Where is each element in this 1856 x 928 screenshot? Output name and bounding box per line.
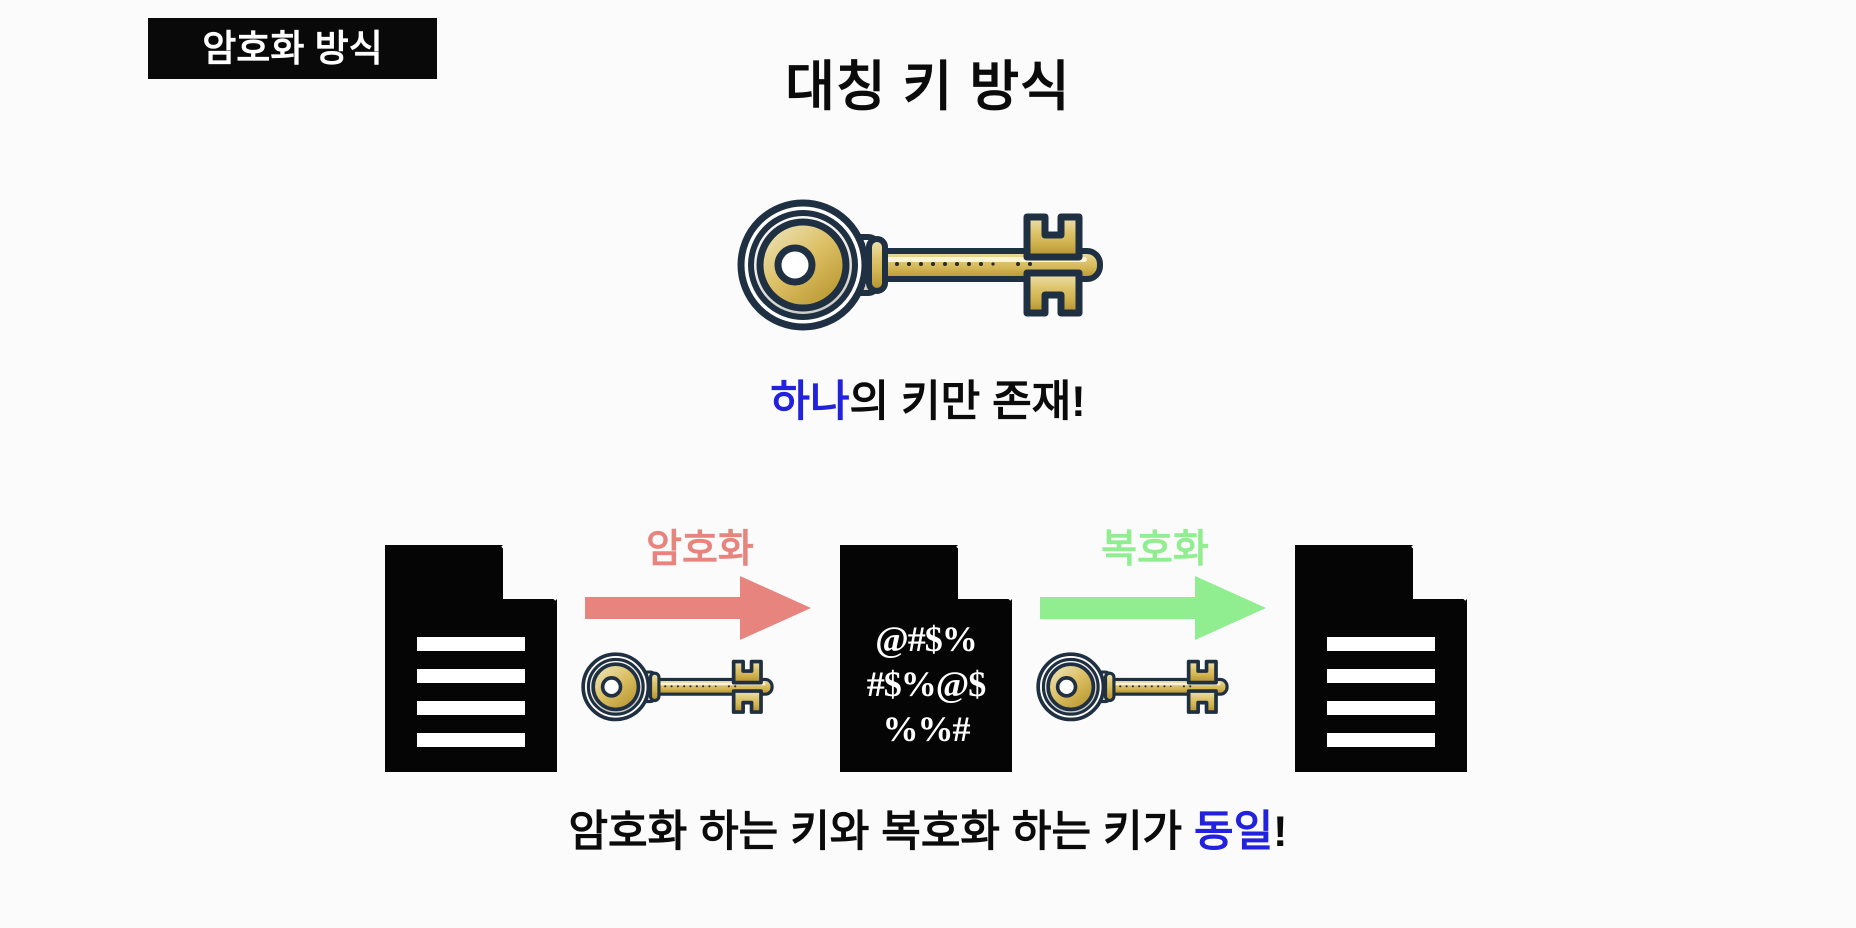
ciphertext-lines: @#$% #$%@$ %%# <box>840 617 1012 752</box>
caption-lead: 암호화 하는 키와 복호화 하는 키가 <box>568 808 1195 856</box>
caption: 암호화 하는 키와 복호화 하는 키가 동일! <box>0 808 1856 857</box>
key-icon <box>581 652 774 722</box>
encrypt-arrow-shape <box>585 572 815 644</box>
ciphertext-line-2: #$%@$ <box>866 664 987 704</box>
subtitle: 하나의 키만 존재! <box>0 378 1856 427</box>
encrypt-arrow-group: 암호화 <box>585 530 815 660</box>
document-icon <box>840 545 1012 772</box>
decrypt-key-illustration <box>1035 650 1235 724</box>
encrypt-arrow-label: 암호화 <box>646 528 754 571</box>
plaintext-document-left <box>385 545 557 772</box>
decrypt-arrow-shape <box>1040 572 1270 644</box>
section-badge: 암호화 방식 <box>148 18 437 79</box>
decrypt-arrow-label: 복호화 <box>1101 528 1209 571</box>
plaintext-document-right <box>1295 545 1467 772</box>
subtitle-rest: 의 키만 존재! <box>849 378 1086 426</box>
document-icon <box>1295 545 1467 772</box>
caption-tail: ! <box>1273 808 1288 856</box>
key-icon <box>1036 652 1229 722</box>
caption-highlight: 동일 <box>1194 808 1274 856</box>
ciphertext-line-1: @#$% <box>875 619 978 659</box>
hero-key-illustration <box>735 195 1115 335</box>
section-badge-label: 암호화 방식 <box>202 28 383 69</box>
arrow-right-icon <box>585 576 811 640</box>
key-icon <box>737 199 1103 331</box>
encrypt-key-illustration <box>580 650 780 724</box>
decrypt-arrow-group: 복호화 <box>1040 530 1270 660</box>
encryption-flow: 암호화 <box>0 530 1856 780</box>
arrow-right-icon <box>1040 576 1266 640</box>
subtitle-highlight: 하나 <box>770 378 850 426</box>
document-icon <box>385 545 557 772</box>
page-title: 대칭 키 방식 <box>785 57 1071 117</box>
ciphertext-document: @#$% #$%@$ %%# <box>840 545 1012 772</box>
ciphertext-line-3: %%# <box>882 709 971 749</box>
